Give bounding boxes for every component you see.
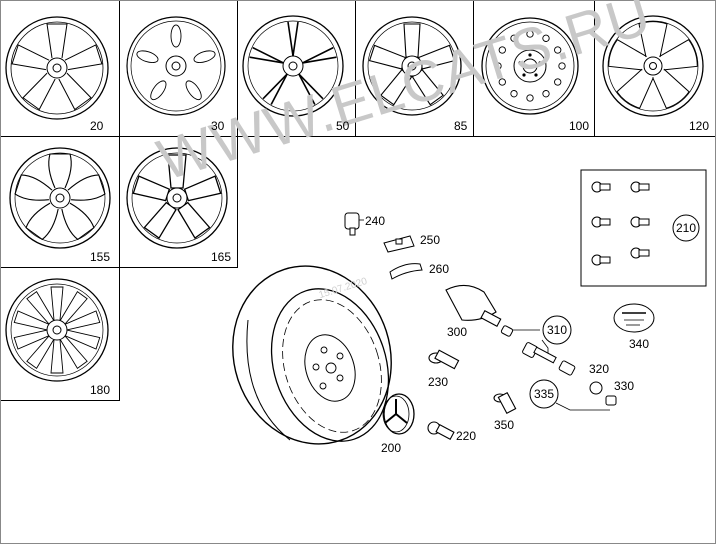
part-200-icon [382, 393, 415, 435]
label-wheel-155[interactable]: 155 [90, 250, 111, 264]
label-part-220[interactable]: 220 [456, 429, 477, 443]
part-320-icon [558, 360, 576, 376]
wheel-85-icon [362, 16, 462, 116]
wheel-165-icon [126, 147, 228, 249]
callout-310-circle [542, 315, 572, 345]
label-wheel-85[interactable]: 85 [454, 119, 468, 133]
part-220-icon [427, 421, 455, 441]
label-part-260[interactable]: 260 [429, 262, 450, 276]
label-wheel-165[interactable]: 165 [211, 250, 232, 264]
wheel-20-icon [5, 16, 109, 120]
wheel-180-icon [5, 278, 109, 382]
label-part-250[interactable]: 250 [420, 233, 441, 247]
wheel-50-icon [242, 15, 344, 117]
label-wheel-120[interactable]: 120 [689, 119, 710, 133]
part-350-icon [493, 391, 517, 415]
label-wheel-20[interactable]: 20 [90, 119, 104, 133]
label-part-210[interactable]: 210 [676, 221, 697, 235]
label-wheel-30[interactable]: 30 [211, 119, 225, 133]
part-300-icon [445, 284, 502, 327]
label-part-200[interactable]: 200 [381, 441, 402, 455]
part-260-icon [389, 263, 423, 280]
label-wheel-50[interactable]: 50 [336, 119, 350, 133]
part-230-icon [428, 349, 460, 370]
label-part-330[interactable]: 330 [614, 379, 635, 393]
main-wheel-drawing [232, 265, 392, 445]
label-part-300[interactable]: 300 [447, 325, 468, 339]
part-250-icon [383, 235, 415, 253]
part-310-valve-icon [522, 342, 557, 364]
part-310-cap-icon [500, 325, 514, 337]
label-wheel-100[interactable]: 100 [569, 119, 590, 133]
label-part-240[interactable]: 240 [365, 214, 386, 228]
label-part-310[interactable]: 310 [547, 323, 568, 337]
part-240-icon [344, 212, 360, 236]
label-wheel-180[interactable]: 180 [90, 383, 111, 397]
label-part-230[interactable]: 230 [428, 375, 449, 389]
label-part-350[interactable]: 350 [494, 418, 515, 432]
frame-wheel-165[interactable] [119, 136, 238, 268]
wheel-120-icon [602, 15, 704, 117]
part-340-icon [613, 303, 655, 333]
wheel-100-icon [481, 17, 579, 115]
label-part-340[interactable]: 340 [629, 337, 650, 351]
label-part-335[interactable]: 335 [534, 387, 555, 401]
wheel-30-icon [126, 16, 226, 116]
part-330-icon [589, 381, 617, 406]
wheel-155-icon [9, 147, 111, 249]
label-part-320[interactable]: 320 [589, 362, 610, 376]
callout-335-circle [529, 379, 559, 409]
bolt-box-210 [580, 169, 707, 287]
